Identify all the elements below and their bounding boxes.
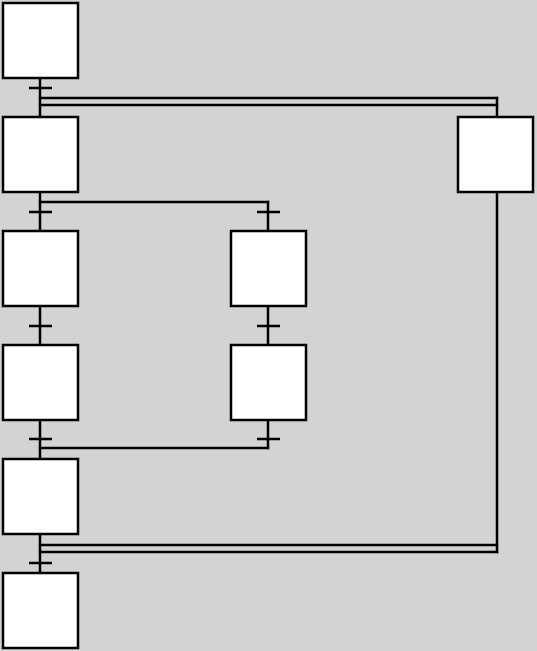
step-2[interactable]: [1, 115, 80, 194]
transitions: [29, 86, 280, 565]
step-7[interactable]: [1, 457, 80, 536]
step-8[interactable]: [456, 115, 535, 194]
step-1[interactable]: [1, 1, 80, 80]
connections: [38, 76, 499, 575]
step-3[interactable]: [1, 229, 80, 308]
step-5[interactable]: [229, 229, 308, 308]
step-6[interactable]: [229, 343, 308, 422]
step-4[interactable]: [1, 343, 80, 422]
step-9[interactable]: [1, 571, 80, 650]
